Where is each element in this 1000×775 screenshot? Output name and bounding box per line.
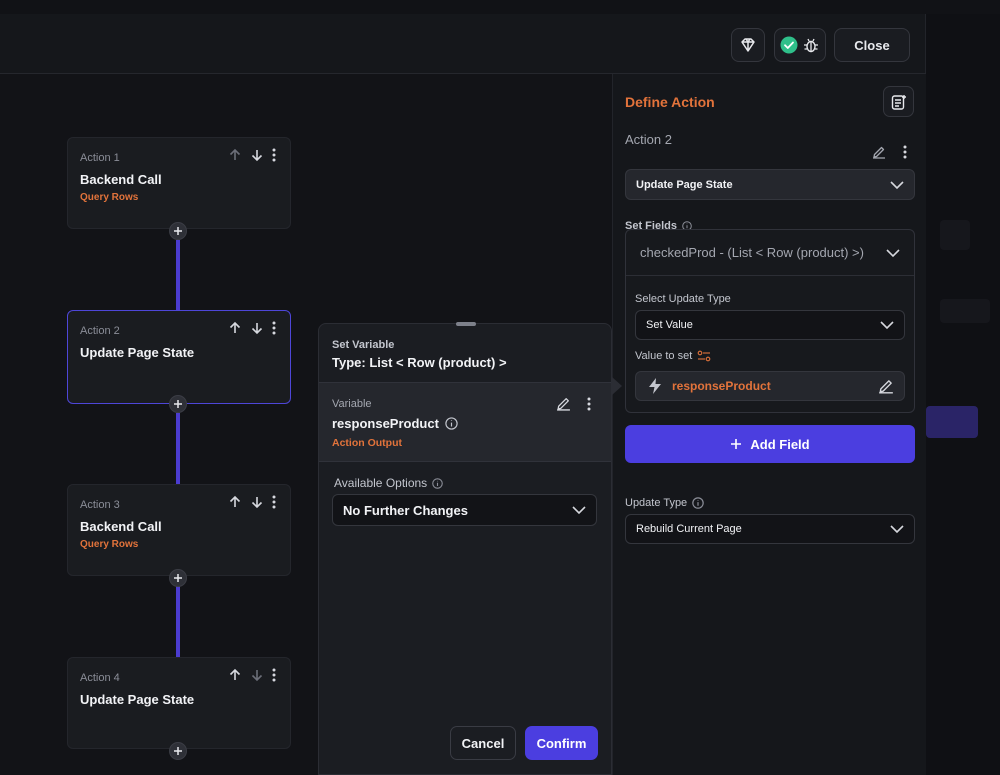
plus-icon xyxy=(731,439,742,449)
define-action-title: Define Action xyxy=(625,94,715,110)
popup-footer: Cancel Confirm xyxy=(319,718,611,774)
notes-icon xyxy=(891,94,906,110)
gem-button[interactable] xyxy=(731,28,765,62)
more-vertical-icon[interactable] xyxy=(272,668,276,682)
connector-line xyxy=(176,413,180,488)
chevron-down-icon xyxy=(890,525,904,534)
set-variable-popup: Set Variable Type: List < Row (product) … xyxy=(318,322,612,775)
action-number: Action 3 xyxy=(80,499,120,511)
chevron-down-icon xyxy=(886,248,900,257)
background-app-strip xyxy=(0,0,1000,14)
selected-action-number: Action 2 xyxy=(625,132,672,147)
settings-sliders-icon xyxy=(697,350,711,362)
popup-pointer xyxy=(612,377,622,395)
connector-line xyxy=(176,586,180,661)
more-vertical-icon[interactable] xyxy=(272,495,276,509)
action-card-3[interactable]: Action 3 Backend Call Query Rows xyxy=(67,484,291,576)
action-number: Action 2 xyxy=(80,325,120,337)
lightning-icon xyxy=(649,378,661,394)
action-card-2[interactable]: Action 2 Update Page State xyxy=(67,310,291,404)
arrow-down-icon[interactable] xyxy=(250,321,264,335)
add-action-button[interactable] xyxy=(169,395,187,413)
value-to-set-field[interactable]: responseProduct xyxy=(635,371,905,401)
action-card-4[interactable]: Action 4 Update Page State xyxy=(67,657,291,749)
define-action-panel: Define Action Action 2 Update Page State… xyxy=(612,74,926,775)
action-title: Update Page State xyxy=(80,692,195,707)
plus-icon xyxy=(174,400,182,408)
pencil-icon[interactable] xyxy=(556,396,571,411)
cancel-button[interactable]: Cancel xyxy=(450,726,516,760)
more-vertical-icon[interactable] xyxy=(272,321,276,335)
select-update-type-label: Select Update Type xyxy=(635,293,731,305)
action-number: Action 4 xyxy=(80,672,120,684)
set-field-group: checkedProd - (List < Row (product) >) S… xyxy=(625,229,915,413)
plus-icon xyxy=(174,574,182,582)
available-options-select[interactable]: No Further Changes xyxy=(332,494,597,526)
set-variable-label: Set Variable xyxy=(332,339,395,351)
arrow-down-icon[interactable] xyxy=(250,668,264,682)
chevron-down-icon xyxy=(572,506,586,515)
arrow-down-icon[interactable] xyxy=(250,495,264,509)
field-header[interactable]: checkedProd - (List < Row (product) >) xyxy=(626,230,914,276)
info-icon xyxy=(692,497,704,509)
action-subtitle: Query Rows xyxy=(80,539,139,550)
confirm-button[interactable]: Confirm xyxy=(525,726,598,760)
action-card-1[interactable]: Action 1 Backend Call Query Rows xyxy=(67,137,291,229)
variable-label: Variable xyxy=(332,398,372,410)
more-vertical-icon[interactable] xyxy=(587,397,591,411)
action-type-select[interactable]: Update Page State xyxy=(625,169,915,200)
close-button[interactable]: Close xyxy=(834,28,910,62)
connector-line xyxy=(176,240,180,315)
action-title: Backend Call xyxy=(80,519,162,534)
editor-header: Close xyxy=(0,14,926,74)
variable-type: Type: List < Row (product) > xyxy=(332,355,507,370)
bug-icon xyxy=(804,38,819,53)
action-title: Update Page State xyxy=(80,345,195,360)
info-icon xyxy=(445,417,458,430)
arrow-up-icon[interactable] xyxy=(228,668,242,682)
notes-button[interactable] xyxy=(883,86,914,117)
pencil-icon[interactable] xyxy=(878,378,894,394)
action-type-value: Update Page State xyxy=(636,178,733,191)
add-action-button[interactable] xyxy=(169,569,187,587)
value-to-set-label: Value to set xyxy=(635,350,711,362)
action-subtitle: Query Rows xyxy=(80,192,139,203)
update-type-select[interactable]: Set Value xyxy=(635,310,905,340)
arrow-up-icon[interactable] xyxy=(228,495,242,509)
arrow-up-icon[interactable] xyxy=(228,148,242,162)
pencil-icon[interactable] xyxy=(872,145,886,159)
more-vertical-icon[interactable] xyxy=(272,148,276,162)
page-update-select[interactable]: Rebuild Current Page xyxy=(625,514,915,544)
add-action-button[interactable] xyxy=(169,742,187,760)
update-type-value: Set Value xyxy=(646,319,693,331)
test-status-button[interactable] xyxy=(774,28,826,62)
info-icon xyxy=(432,477,443,489)
field-name: checkedProd - (List < Row (product) >) xyxy=(640,245,864,260)
page-update-value: Rebuild Current Page xyxy=(636,523,742,535)
drag-handle[interactable] xyxy=(456,322,476,326)
gem-icon xyxy=(741,38,755,52)
background-app-panel xyxy=(926,14,1000,775)
variable-name: responseProduct xyxy=(332,416,458,431)
check-circle-icon xyxy=(780,36,798,54)
update-type-label: Update Type xyxy=(625,497,704,509)
available-options-label: Available Options xyxy=(334,476,443,490)
arrow-down-icon[interactable] xyxy=(250,148,264,162)
variable-source: Action Output xyxy=(332,437,402,449)
action-number: Action 1 xyxy=(80,152,120,164)
action-title: Backend Call xyxy=(80,172,162,187)
available-options-value: No Further Changes xyxy=(343,502,468,518)
add-field-button[interactable]: Add Field xyxy=(625,425,915,463)
arrow-up-icon[interactable] xyxy=(228,321,242,335)
plus-icon xyxy=(174,747,182,755)
chevron-down-icon xyxy=(880,321,894,330)
variable-block: Variable responseProduct Action Output xyxy=(319,382,611,462)
more-vertical-icon[interactable] xyxy=(903,145,907,159)
chevron-down-icon xyxy=(890,180,904,189)
plus-icon xyxy=(174,227,182,235)
add-action-button[interactable] xyxy=(169,222,187,240)
value-to-set-text: responseProduct xyxy=(672,379,771,393)
